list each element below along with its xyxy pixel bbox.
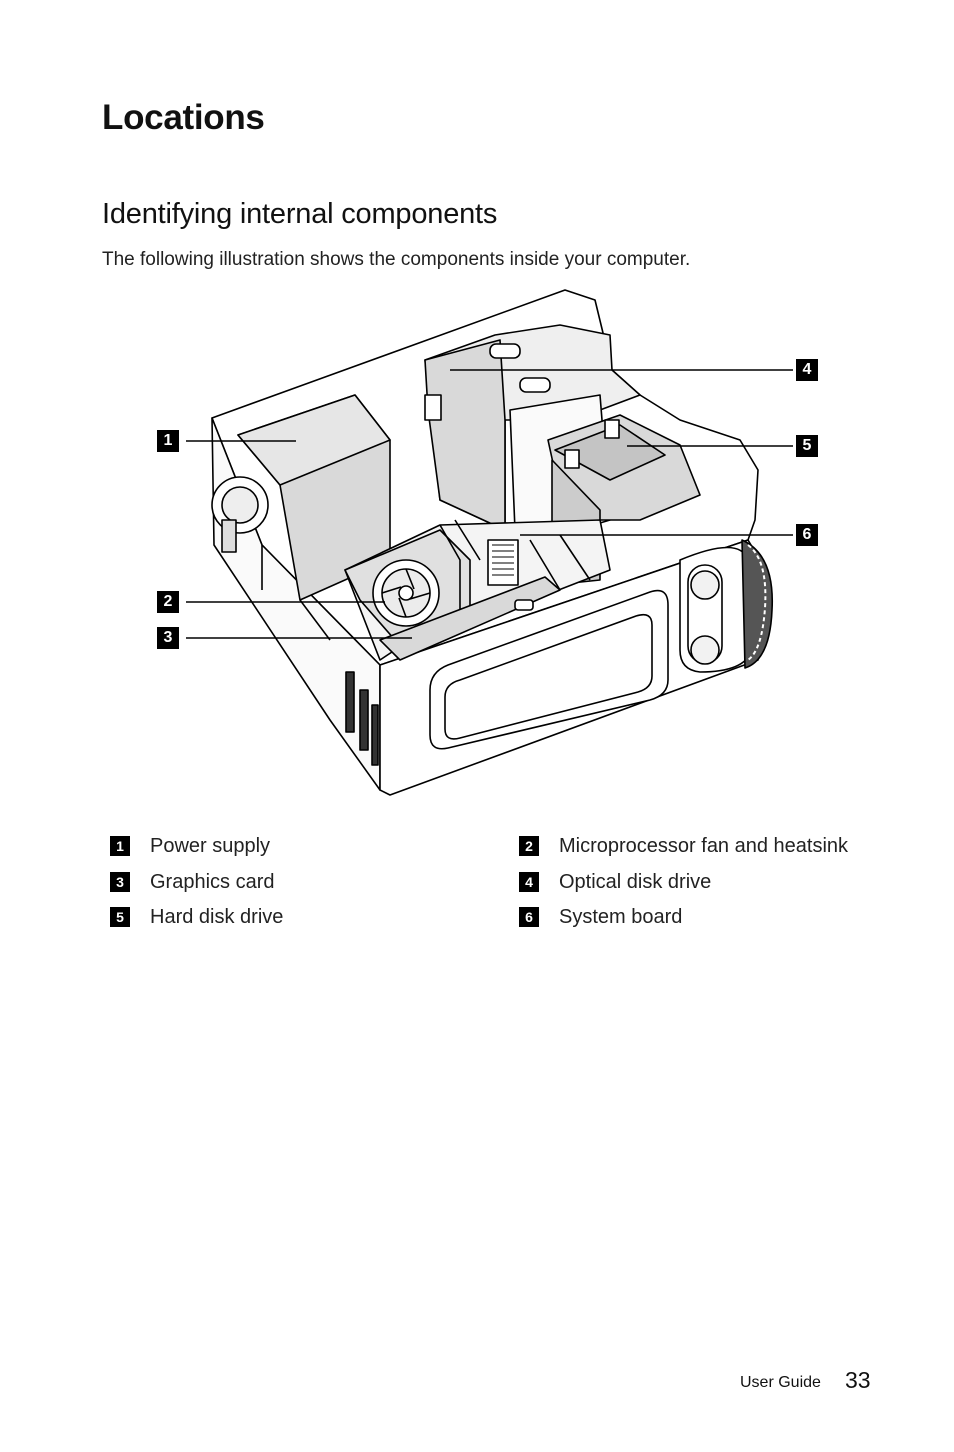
legend-number: 4 <box>519 872 539 892</box>
callout-2: 2 <box>157 591 179 613</box>
legend-number: 2 <box>519 836 539 856</box>
computer-internal-illustration: 1 2 3 4 5 6 <box>0 280 954 810</box>
legend-item: 6 System board <box>519 905 682 929</box>
legend-number: 5 <box>110 907 130 927</box>
legend-item: 5 Hard disk drive <box>110 905 283 929</box>
legend-label: Power supply <box>150 834 271 857</box>
legend-item: 1 Power supply <box>110 834 270 858</box>
leader-lines <box>186 369 793 639</box>
intro-text: The following illustration shows the com… <box>102 249 691 270</box>
callout-1: 1 <box>157 430 179 452</box>
callout-5: 5 <box>796 435 818 457</box>
legend-label: Optical disk drive <box>559 870 712 893</box>
section-heading: Identifying internal components <box>102 198 498 230</box>
page-heading: Locations <box>102 98 265 137</box>
legend-label: Hard disk drive <box>150 905 284 928</box>
legend-item: 3 Graphics card <box>110 870 275 894</box>
computer-chassis-drawing <box>186 289 793 796</box>
callout-4: 4 <box>796 359 818 381</box>
legend-number: 6 <box>519 907 539 927</box>
footer-document-title: User Guide <box>740 1374 821 1391</box>
legend-number: 3 <box>110 872 130 892</box>
legend-number: 1 <box>110 836 130 856</box>
legend-item: 2 Microprocessor fan and heatsink <box>519 834 848 858</box>
legend-label: Graphics card <box>150 870 275 893</box>
callout-3: 3 <box>157 627 179 649</box>
legend-item: 4 Optical disk drive <box>519 870 711 894</box>
legend-label: Microprocessor fan and heatsink <box>559 834 849 857</box>
legend-label: System board <box>559 905 683 928</box>
callout-6: 6 <box>796 524 818 546</box>
footer-page-number: 33 <box>845 1367 871 1393</box>
